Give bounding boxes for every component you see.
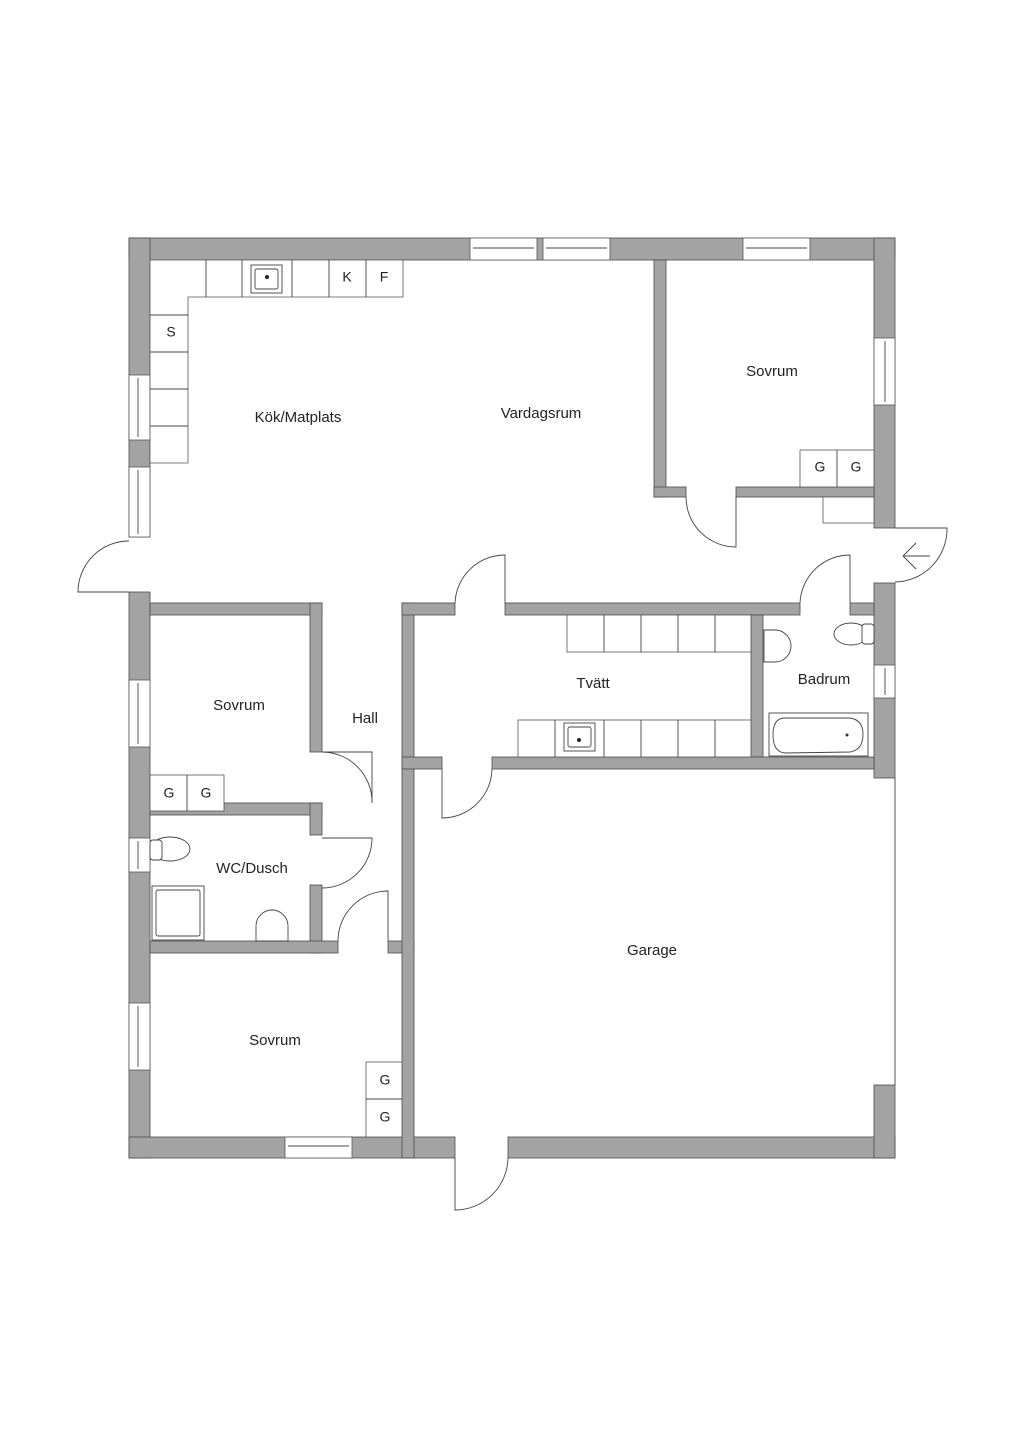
wardrobe-label: G xyxy=(380,1109,391,1125)
room-label-bedroom-ne: Sovrum xyxy=(746,363,798,380)
entrance-arrow-icon xyxy=(902,542,930,570)
wardrobe-label: G xyxy=(201,785,212,801)
bathroom-fixtures xyxy=(149,622,875,942)
room-label-laundry: Tvätt xyxy=(576,675,610,692)
room-label-living: Vardagsrum xyxy=(501,405,582,422)
wardrobe-label: G xyxy=(164,785,175,801)
bathtub-icon xyxy=(772,717,864,754)
laundry-cabinets xyxy=(517,614,752,758)
wardrobe-label: G xyxy=(851,459,862,475)
laundry-sink-icon xyxy=(563,722,596,752)
wardrobe-label: G xyxy=(815,459,826,475)
room-label-wc: WC/Dusch xyxy=(216,860,288,877)
wardrobes xyxy=(149,449,875,1138)
room-label-bathroom: Badrum xyxy=(798,671,851,688)
basin-icon xyxy=(763,629,792,663)
windows xyxy=(128,237,896,1159)
freezer-label: F xyxy=(380,269,389,285)
room-label-kitchen: Kök/Matplats xyxy=(255,409,342,426)
walls xyxy=(128,237,896,1159)
basin-icon xyxy=(255,909,289,942)
kitchen-cabinets xyxy=(149,259,404,464)
room-label-garage: Garage xyxy=(627,942,677,959)
stove-label: S xyxy=(166,324,175,340)
room-label-bedroom-sw: Sovrum xyxy=(249,1032,301,1049)
doors xyxy=(77,496,948,1211)
room-label-hall: Hall xyxy=(352,710,378,727)
kitchen-sink-icon xyxy=(250,264,283,294)
fridge-label: K xyxy=(342,269,352,285)
room-label-bedroom-w: Sovrum xyxy=(213,697,265,714)
wardrobe-label: G xyxy=(380,1072,391,1088)
